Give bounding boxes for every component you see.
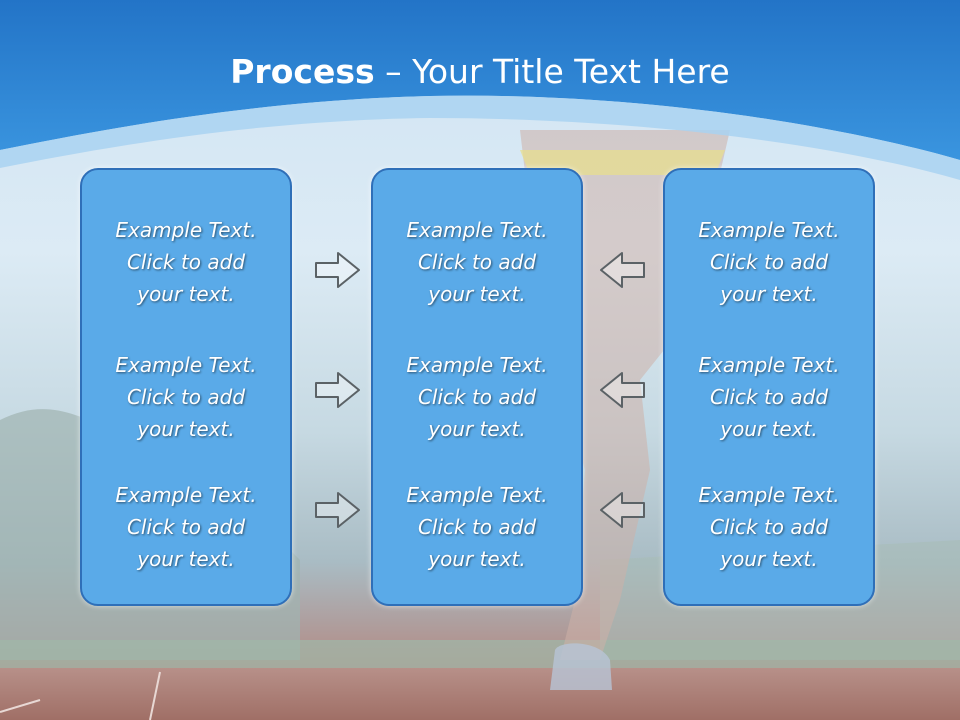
arrow-left-icon [600, 372, 645, 408]
text-line: Click to add [709, 515, 829, 539]
text-line: Click to add [417, 385, 537, 409]
text-block[interactable]: Example Text. Click to add your text. [665, 479, 873, 575]
text-line: your text. [137, 547, 235, 571]
text-block[interactable]: Example Text. Click to add your text. [82, 214, 290, 310]
text-line: your text. [428, 417, 526, 441]
text-line: Click to add [709, 250, 829, 274]
text-block[interactable]: Example Text. Click to add your text. [373, 479, 581, 575]
text-line: Click to add [709, 385, 829, 409]
text-line: Example Text. [115, 483, 257, 507]
text-line: Example Text. [698, 353, 840, 377]
text-line: Click to add [417, 250, 537, 274]
process-box-left[interactable]: Example Text. Click to add your text. Ex… [80, 168, 292, 606]
text-block[interactable]: Example Text. Click to add your text. [665, 214, 873, 310]
process-box-center[interactable]: Example Text. Click to add your text. Ex… [371, 168, 583, 606]
text-line: Click to add [126, 515, 246, 539]
process-box-right[interactable]: Example Text. Click to add your text. Ex… [663, 168, 875, 606]
arrow-left-icon [600, 252, 645, 288]
title-rest: – Your Title Text Here [374, 52, 730, 91]
text-line: Example Text. [698, 483, 840, 507]
text-line: Click to add [417, 515, 537, 539]
text-line: your text. [137, 417, 235, 441]
text-block[interactable]: Example Text. Click to add your text. [373, 214, 581, 310]
text-line: Example Text. [115, 353, 257, 377]
text-line: Click to add [126, 385, 246, 409]
text-block[interactable]: Example Text. Click to add your text. [665, 349, 873, 445]
text-line: your text. [428, 547, 526, 571]
text-line: your text. [720, 417, 818, 441]
text-line: Example Text. [406, 218, 548, 242]
text-line: Example Text. [115, 218, 257, 242]
text-line: your text. [137, 282, 235, 306]
text-block[interactable]: Example Text. Click to add your text. [82, 349, 290, 445]
slide-title[interactable]: Process – Your Title Text Here [0, 52, 960, 91]
arrow-left-icon [600, 492, 645, 528]
arrow-right-icon [315, 252, 360, 288]
text-line: Example Text. [406, 353, 548, 377]
arrow-right-icon [315, 372, 360, 408]
text-line: your text. [720, 547, 818, 571]
text-block[interactable]: Example Text. Click to add your text. [373, 349, 581, 445]
arrow-right-icon [315, 492, 360, 528]
title-bold: Process [230, 52, 375, 91]
text-block[interactable]: Example Text. Click to add your text. [82, 479, 290, 575]
text-line: your text. [428, 282, 526, 306]
text-line: your text. [720, 282, 818, 306]
text-line: Example Text. [698, 218, 840, 242]
text-line: Click to add [126, 250, 246, 274]
text-line: Example Text. [406, 483, 548, 507]
